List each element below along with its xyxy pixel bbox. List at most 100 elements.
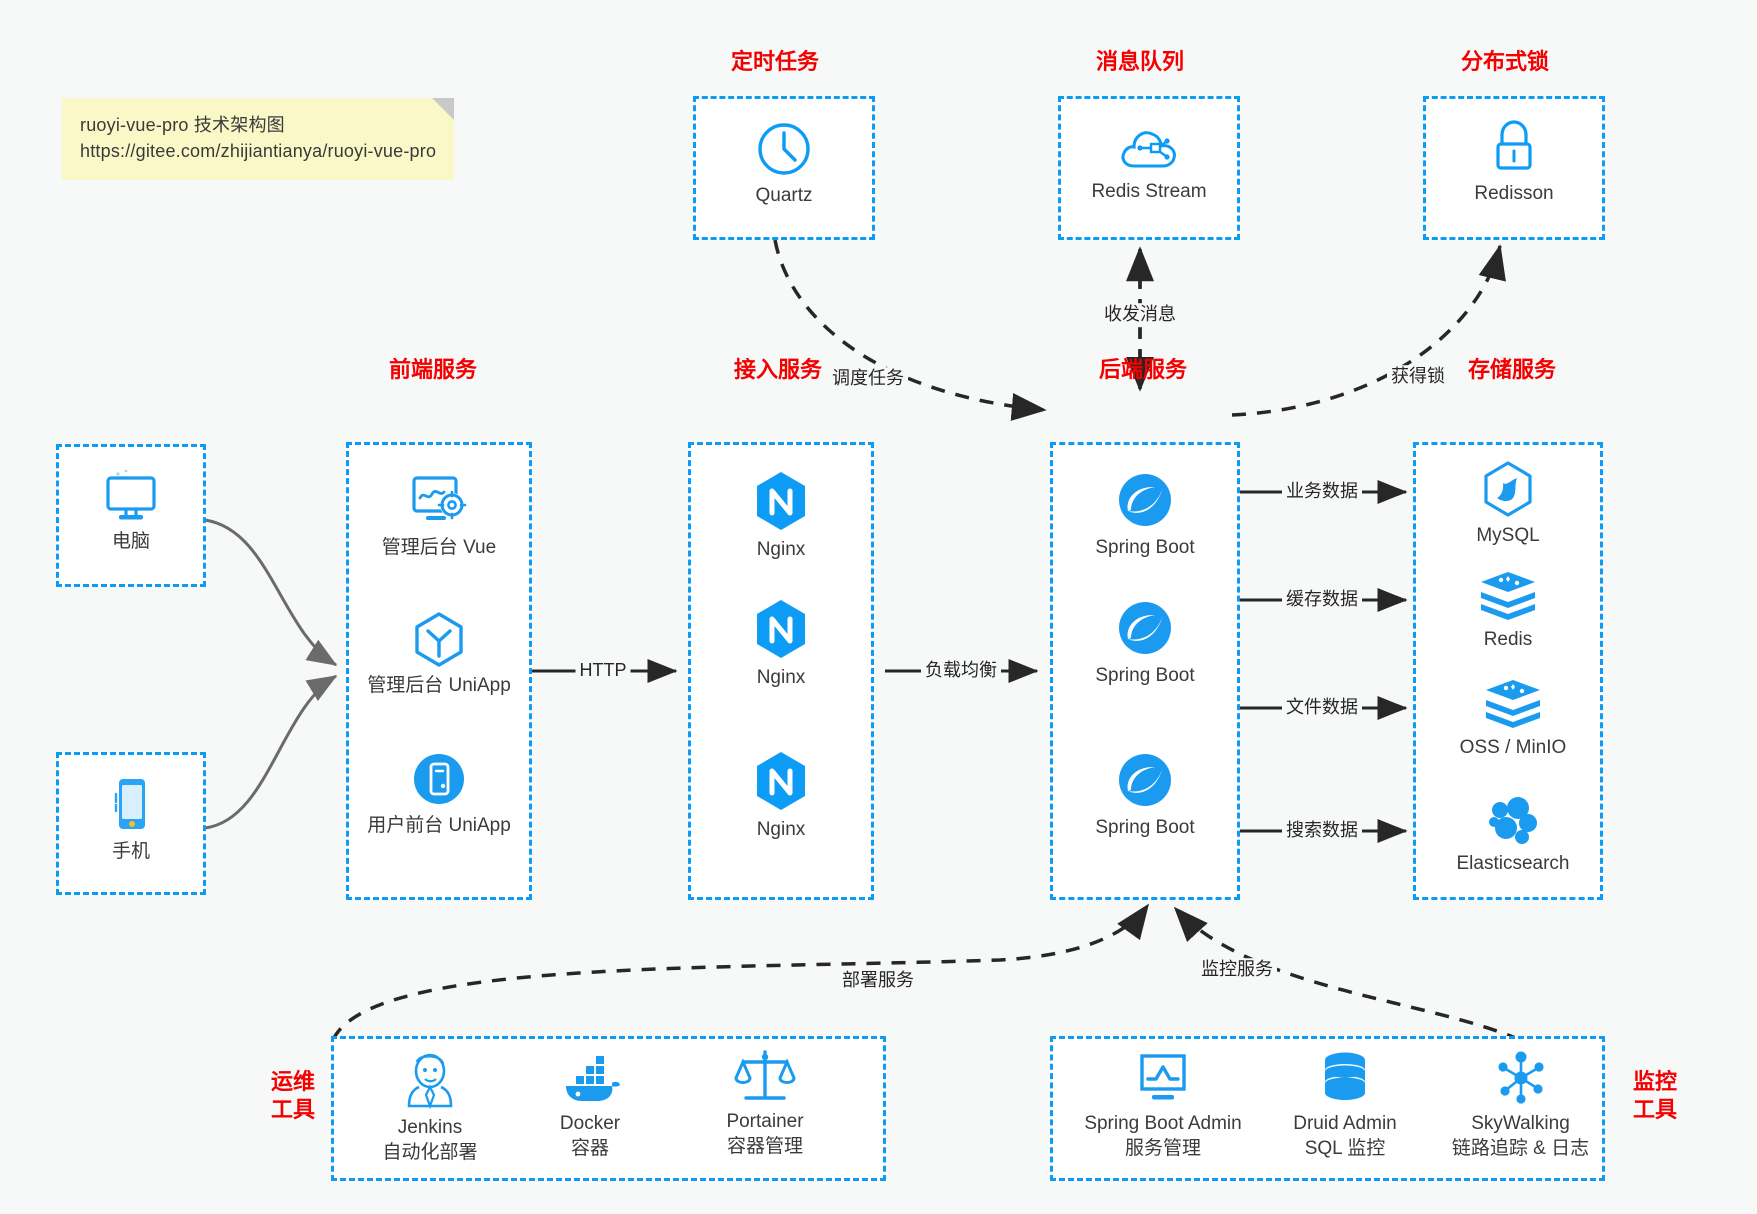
node-redisson[interactable]: Redisson <box>1454 118 1574 207</box>
node-label: Elasticsearch <box>1456 853 1570 874</box>
node-nginx-1[interactable]: Nginx <box>721 470 841 563</box>
note-url: https://gitee.com/zhijiantianya/ruoyi-vu… <box>80 141 437 162</box>
edge-label-message: 收发消息 <box>1100 303 1180 327</box>
spring-leaf-icon <box>1119 474 1171 526</box>
desktop-monitor-icon <box>106 469 156 520</box>
node-label: SkyWalking <box>1471 1113 1570 1134</box>
database-icon <box>1325 1052 1365 1100</box>
note-box: ruoyi-vue-pro 技术架构图 https://gitee.com/zh… <box>62 98 455 181</box>
node-portainer[interactable]: Portainer 容器管理 <box>690 1048 840 1159</box>
node-label: Portainer <box>726 1111 804 1132</box>
edge-label-http: HTTP <box>575 659 631 683</box>
node-oss[interactable]: OSS / MinIO <box>1448 678 1578 761</box>
edge-label-schedule-task: 调度任务 <box>828 367 908 391</box>
group-title-scheduler: 定时任务 <box>730 49 819 74</box>
node-sublabel: 容器管理 <box>726 1135 803 1157</box>
cloud-stream-icon <box>1121 131 1176 168</box>
node-sublabel: 链路追踪 & 日志 <box>1451 1137 1590 1159</box>
node-label: 管理后台 Vue <box>381 537 497 558</box>
edge-label-business-data: 业务数据 <box>1282 480 1362 504</box>
node-label: 用户前台 UniApp <box>367 815 511 836</box>
docker-whale-icon <box>566 1056 620 1101</box>
scales-icon <box>734 1050 796 1100</box>
node-springboot-3[interactable]: Spring Boot <box>1085 750 1205 841</box>
node-elasticsearch[interactable]: Elasticsearch <box>1438 792 1588 877</box>
node-springboot-1[interactable]: Spring Boot <box>1085 470 1205 561</box>
node-label: Spring Boot <box>1095 665 1195 686</box>
clock-icon <box>758 123 810 175</box>
node-admin-vue[interactable]: 管理后台 Vue <box>369 472 509 561</box>
node-redis[interactable]: Redis <box>1448 570 1568 653</box>
edge-label-file-data: 文件数据 <box>1282 696 1362 720</box>
group-title-mq: 消息队列 <box>1095 49 1184 74</box>
node-nginx-3[interactable]: Nginx <box>721 750 841 843</box>
node-label: Docker <box>559 1113 621 1134</box>
node-label: Spring Boot Admin <box>1084 1113 1242 1134</box>
ops-title-line1: 运维 <box>270 1069 315 1094</box>
node-quartz[interactable]: Quartz <box>724 120 844 209</box>
group-title-monitor: 监控 工具 <box>1620 1068 1690 1124</box>
note-title: ruoyi-vue-pro 技术架构图 <box>80 115 285 135</box>
lock-icon <box>1496 120 1532 170</box>
node-spring-boot-admin[interactable]: Spring Boot Admin 服务管理 <box>1068 1052 1258 1161</box>
node-sublabel: SQL 监控 <box>1304 1137 1386 1159</box>
node-label: Nginx <box>756 539 806 560</box>
mobile-app-icon <box>414 754 464 804</box>
group-mq <box>1058 96 1240 240</box>
node-user-uniapp[interactable]: 用户前台 UniApp <box>367 750 511 839</box>
edge-label-search-data: 搜索数据 <box>1282 819 1362 843</box>
group-title-lock: 分布式锁 <box>1460 49 1549 74</box>
node-label: Redisson <box>1474 183 1554 204</box>
node-label: MySQL <box>1476 525 1540 546</box>
node-label: OSS / MinIO <box>1459 737 1567 758</box>
monitor-title-line1: 监控 <box>1632 1069 1677 1094</box>
node-label: 管理后台 UniApp <box>367 675 511 696</box>
monitor-chart-icon <box>1140 1054 1186 1100</box>
group-title-ops: 运维 工具 <box>258 1068 328 1124</box>
skywalking-node-icon <box>1497 1051 1544 1104</box>
dashboard-gear-icon <box>412 476 467 520</box>
storage-stack-icon <box>1486 680 1540 728</box>
node-nginx-2[interactable]: Nginx <box>721 598 841 691</box>
node-label: Spring Boot <box>1095 537 1195 558</box>
edge-label-monitor-service: 监控服务 <box>1197 958 1277 982</box>
group-ops <box>331 1036 886 1181</box>
spring-leaf-icon <box>1119 754 1171 806</box>
node-skywalking[interactable]: SkyWalking 链路追踪 & 日志 <box>1438 1050 1603 1161</box>
node-druid-admin[interactable]: Druid Admin SQL 监控 <box>1270 1050 1420 1161</box>
node-label: Nginx <box>756 667 806 688</box>
edge-label-acquire-lock: 获得锁 <box>1387 365 1449 389</box>
node-computer[interactable]: 电脑 <box>81 468 181 555</box>
jenkins-butler-icon <box>407 1053 453 1110</box>
note-folded-corner <box>432 98 455 120</box>
edge-deploy-service <box>331 903 1150 1041</box>
node-phone[interactable]: 手机 <box>81 776 181 865</box>
node-label: Nginx <box>756 819 806 840</box>
node-mysql[interactable]: MySQL <box>1448 460 1568 549</box>
node-label: 手机 <box>111 841 150 862</box>
node-sublabel: 服务管理 <box>1124 1137 1201 1159</box>
monitor-title-line2: 工具 <box>1632 1097 1677 1123</box>
group-scheduler <box>693 96 875 240</box>
edge-acquire-lock <box>1231 244 1506 417</box>
edge-label-deploy-service: 部署服务 <box>838 969 918 993</box>
group-frontend <box>346 442 532 900</box>
node-redis-stream[interactable]: Redis Stream <box>1089 122 1209 205</box>
node-label: Spring Boot <box>1095 817 1195 838</box>
mysql-dolphin-icon <box>1484 461 1532 517</box>
node-springboot-2[interactable]: Spring Boot <box>1085 598 1205 689</box>
node-admin-uniapp[interactable]: 管理后台 UniApp <box>367 610 511 699</box>
elasticsearch-icon <box>1489 797 1537 844</box>
node-label: Redis <box>1483 629 1533 650</box>
node-label: 电脑 <box>111 531 150 552</box>
nginx-icon <box>757 600 805 658</box>
node-jenkins[interactable]: Jenkins 自动化部署 <box>360 1050 500 1165</box>
nginx-icon <box>757 752 805 810</box>
edge-computer-to-frontend <box>204 518 338 667</box>
edge-phone-to-frontend <box>204 674 338 830</box>
edge-schedule-task <box>773 239 1047 421</box>
node-docker[interactable]: Docker 容器 <box>520 1054 660 1161</box>
nginx-icon <box>757 472 805 530</box>
node-label: Druid Admin <box>1293 1113 1397 1134</box>
uniapp-cube-icon <box>415 612 463 667</box>
